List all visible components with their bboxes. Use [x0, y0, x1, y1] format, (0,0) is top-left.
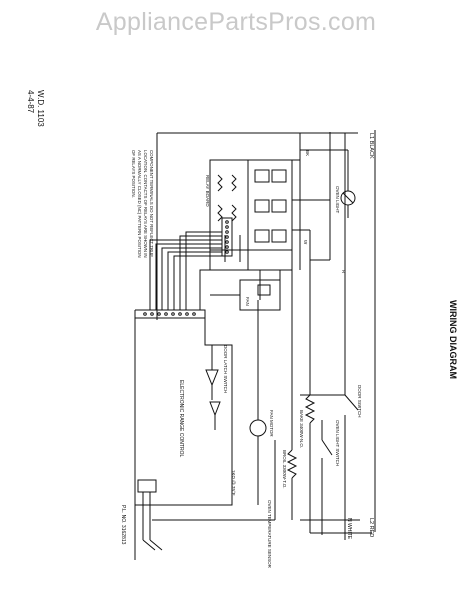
relay-board: [209, 159, 293, 271]
electronic-control-label: ELECTRONIC RANGE CONTROL: [178, 380, 184, 457]
diagram-title: WIRING DIAGRAM: [448, 300, 458, 379]
bake-element-label: BAKE 3400W-N.O.: [299, 410, 304, 448]
misc-wires: [292, 133, 330, 270]
doc-id: W.D. 1103: [36, 90, 45, 127]
oven-light-switch-label: OVEN LIGHT SWITCH: [335, 420, 340, 466]
n-white-label: N WHITE: [346, 518, 352, 540]
oven-temp-sensor: [134, 440, 276, 560]
door-latch-switch: [205, 345, 221, 430]
door-switch: [300, 365, 359, 540]
wire-tag-r: R: [341, 270, 346, 274]
resistance-label: 1KΩ @ 75°F: [231, 470, 236, 496]
fan-motor-label: FAN MOTOR: [269, 410, 274, 437]
watermark: AppliancePartsPros.com: [95, 8, 377, 36]
fan-relay-label: FAN: [245, 297, 250, 306]
fan-relay: [210, 270, 293, 311]
oven-light-label: OVEN LIGHT: [335, 186, 340, 214]
wire-tag-bk: BK: [305, 150, 310, 156]
note-line-2: LOCATION. CONTACTS OF RELAYS ARE SHOWN I…: [143, 150, 148, 258]
l2-red-label: L2 RED: [368, 518, 374, 537]
note-line-4: OF RELAYS POSITION.: [131, 150, 136, 198]
note-line-3: AS A NORMALLY CLOSED (NC) PATTERN POSITI…: [137, 150, 142, 258]
supply-bus: [156, 130, 376, 534]
fan-motor: [249, 300, 267, 505]
oven-light: [300, 149, 356, 218]
wire-tag-w: W: [303, 240, 308, 245]
door-switch-label: DOOR SWITCH: [357, 385, 362, 418]
broil-element-label: BROIL 3300W-T.O.: [282, 450, 287, 489]
relay-board-label: RELAY BOARD: [205, 175, 210, 207]
doc-date: 4-4-87: [26, 90, 35, 114]
terminal-strip: [221, 217, 233, 257]
wire-harness: [149, 231, 261, 310]
note-line-1: COMPONENT TERMINALS DO NOT REFLECT TRUE: [149, 150, 154, 257]
door-latch-switch-label: DOOR LATCH SWITCH: [223, 345, 228, 393]
bake-element: [304, 270, 316, 533]
note-block: COMPONENT TERMINALS DO NOT REFLECT TRUE …: [131, 150, 154, 258]
oven-temp-sensor-label: OVEN TEMPERATURE SENSOR: [267, 500, 272, 569]
oven-light-switch: [321, 420, 333, 535]
pl-number: P.L. NO. 3162813: [120, 505, 126, 545]
l1-black-label: L1 BLACK: [368, 133, 374, 159]
broil-element: [286, 300, 298, 520]
